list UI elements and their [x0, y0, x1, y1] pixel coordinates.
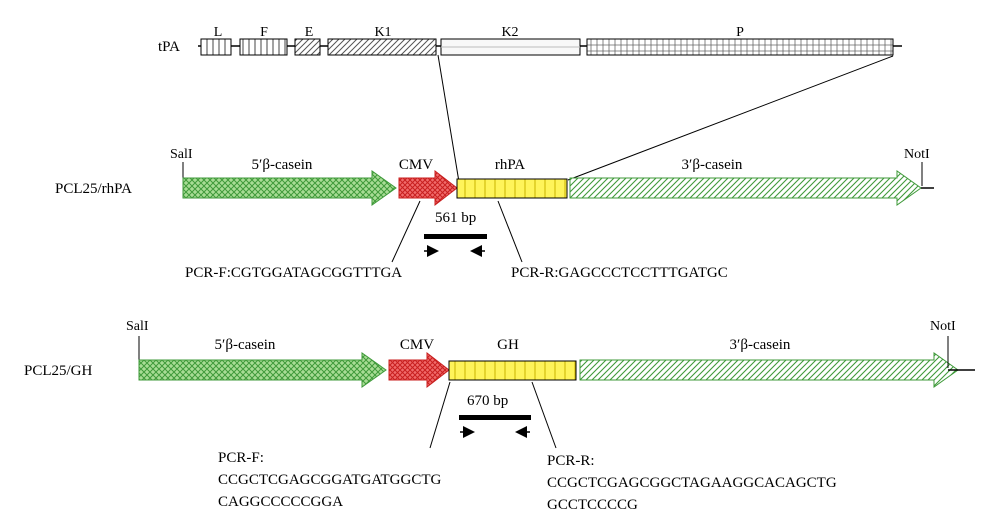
tpa-domain-l [200, 38, 232, 56]
noti-label-2: NotI [930, 319, 956, 334]
seg-gh-insert [448, 360, 577, 381]
construct-rhpa: PCL25/rhPA SalI 5′β-casein CMV rhPA 3′β-… [55, 147, 934, 281]
seg-cmv-1 [398, 169, 458, 207]
product-size-1: 561 bp [435, 210, 476, 226]
seg-3-casein-2 [579, 352, 959, 388]
tpa-domain-f [239, 38, 288, 56]
tpa-label-f: F [260, 25, 268, 40]
tpa-domain-p [586, 38, 894, 56]
construct-rhpa-label: PCL25/rhPA [55, 181, 132, 197]
seg-5-casein-label-2: 5′β-casein [215, 337, 276, 353]
tpa-label-p: P [736, 25, 744, 40]
seg-5-casein-2 [138, 352, 387, 388]
construct-gh: PCL25/GH SalI 5′β-casein CMV GH 3′β-case… [24, 319, 975, 513]
tpa-label-k2: K2 [501, 25, 518, 40]
projection-line-left [437, 54, 460, 183]
primer-r-leader-2 [531, 381, 557, 449]
seg-gh-label: GH [497, 337, 519, 353]
tpa-label-l: L [214, 25, 223, 40]
seg-5-casein-1 [182, 170, 397, 206]
primer-f-leader-2 [429, 381, 451, 449]
seg-3-casein-label-1: 3′β-casein [682, 157, 743, 173]
primer-f-seq2-2: CAGGCCCCCGGA [218, 494, 343, 510]
pcr-product-bar-1 [424, 234, 487, 239]
primer-r-leader-1 [497, 200, 523, 263]
tpa-label-e: E [305, 25, 314, 40]
primer-r-seq2-2: GCCTCCCCG [547, 497, 638, 513]
pcr-product-bar-2 [459, 415, 531, 420]
seg-rhpa-label: rhPA [495, 157, 525, 173]
primer-r-text-1: PCR-R:GAGCCCTCCTTTGATGC [511, 265, 728, 281]
primer-f-seq1-2: CCGCTCGAGCGGATGATGGCTG [218, 472, 442, 488]
seg-3-casein-1 [569, 170, 922, 206]
sali-label-1: SalI [170, 147, 193, 162]
seg-cmv-label-1: CMV [399, 157, 433, 173]
primer-f-title-2: PCR-F: [218, 450, 264, 466]
projection-line-right [567, 55, 894, 181]
seg-3-casein-label-2: 3′β-casein [730, 337, 791, 353]
seg-5-casein-label-1: 5′β-casein [252, 157, 313, 173]
primer-f-leader-1 [391, 200, 421, 263]
construct-gh-label: PCL25/GH [24, 363, 93, 379]
primer-r-title-2: PCR-R: [547, 453, 595, 469]
tpa-row: tPA L F E K1 K2 P [158, 25, 902, 56]
product-size-2: 670 bp [467, 393, 508, 409]
sali-label-2: SalI [126, 319, 149, 334]
tpa-label-k1: K1 [374, 25, 391, 40]
primer-r-seq1-2: CCGCTCGAGCGGCTAGAAGGCACAGCTG [547, 475, 837, 491]
seg-cmv-2 [388, 351, 450, 389]
primer-f-text-1: PCR-F:CGTGGATAGCGGTTTGA [185, 265, 402, 281]
seg-rhpa-insert [456, 178, 568, 199]
noti-label-1: NotI [904, 147, 930, 162]
tpa-domain-e [294, 38, 321, 56]
seg-cmv-label-2: CMV [400, 337, 434, 353]
tpa-domain-k1 [327, 38, 437, 56]
tpa-label: tPA [158, 39, 180, 55]
